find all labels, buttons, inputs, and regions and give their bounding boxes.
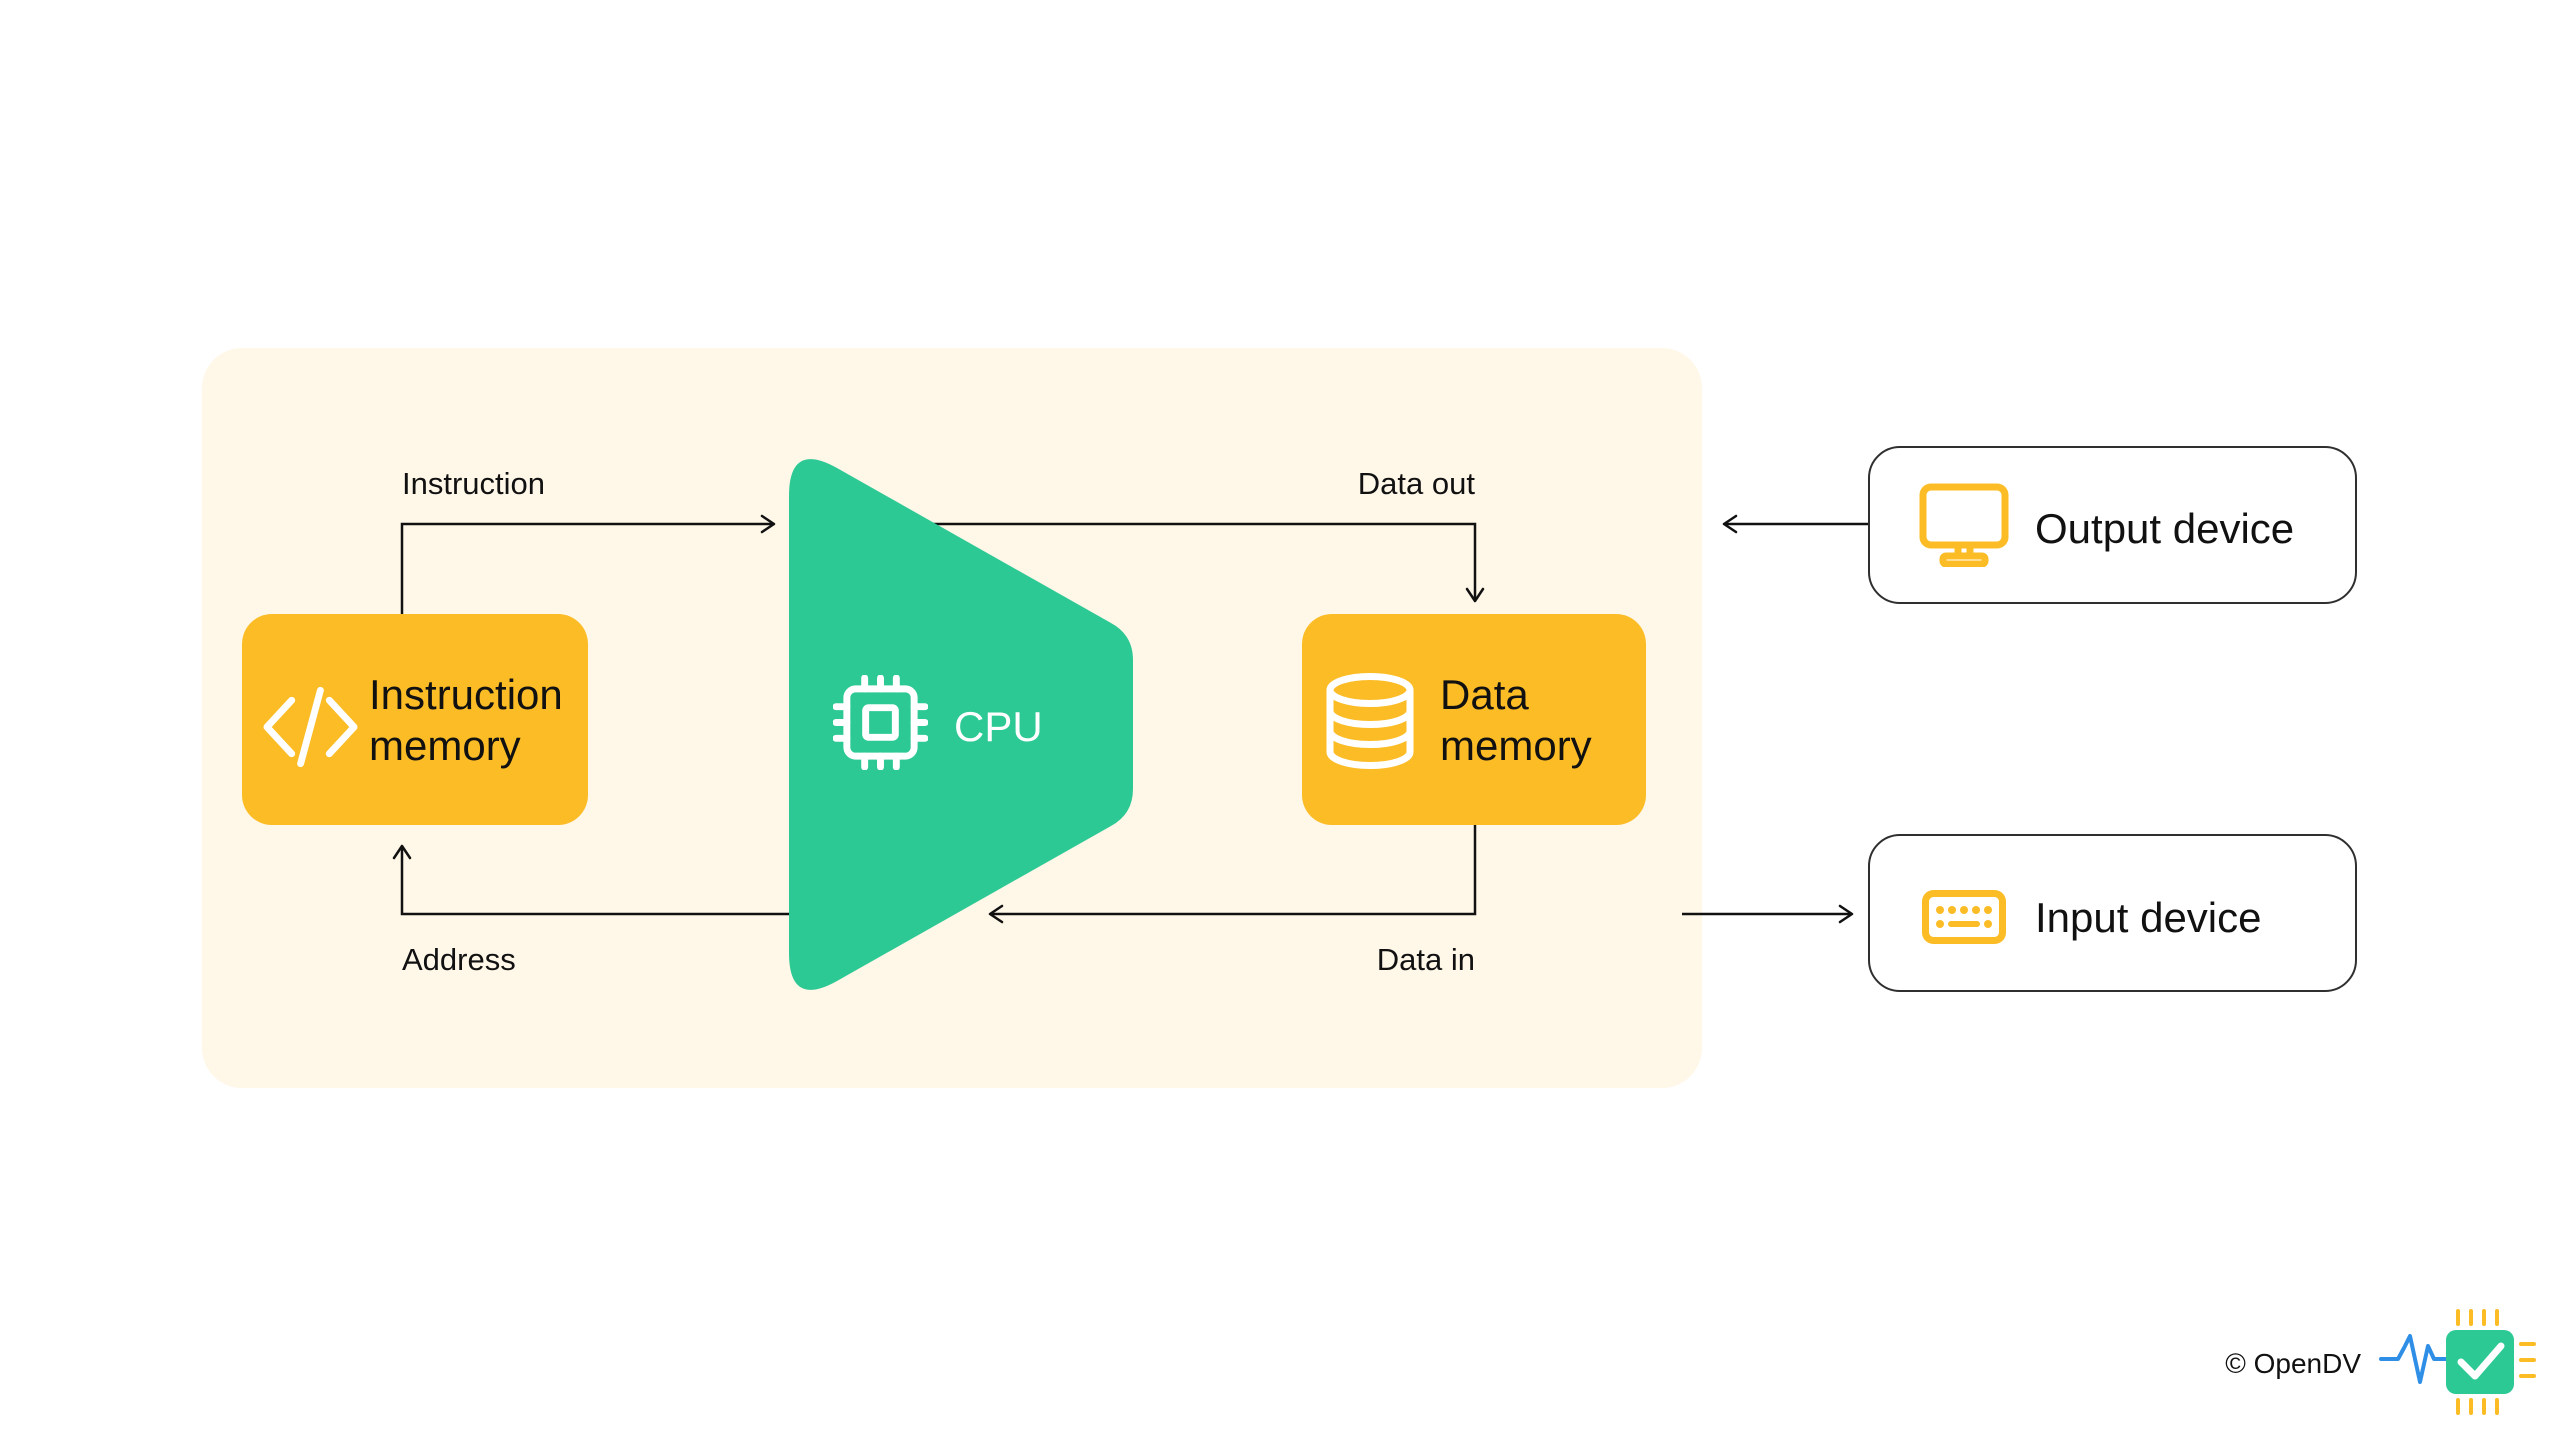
- cpu-block: [789, 459, 1133, 990]
- monitor-icon: [1919, 483, 2009, 567]
- output-device-label: Output device: [2035, 505, 2295, 552]
- data-in-arrowhead: [988, 904, 1004, 924]
- address-arrowhead: [392, 844, 412, 860]
- logo-pulse-line: [2379, 1334, 2448, 1384]
- data-in-edge-label: Data in: [1376, 942, 1475, 977]
- address-connector: [400, 846, 807, 916]
- output-device-arrowhead: [1722, 514, 1738, 534]
- input-device-block: Input device: [1868, 834, 2357, 992]
- data-out-arrowhead: [1465, 587, 1485, 603]
- data-out-edge-label: Data out: [1357, 466, 1475, 501]
- output-device-block: Output device: [1868, 446, 2357, 604]
- logo-chip: [2446, 1330, 2514, 1394]
- instruction-memory-block: Instruction memory: [242, 614, 588, 825]
- data-memory-block: Data memory: [1302, 614, 1646, 825]
- data-out-connector: [926, 522, 1477, 601]
- instruction-memory-label: Instruction memory: [369, 671, 563, 769]
- instruction-connector: [400, 522, 774, 614]
- cpu-label: CPU: [954, 703, 1043, 750]
- instruction-arrowhead: [760, 514, 776, 534]
- keyboard-icon: [1922, 890, 2006, 944]
- input-device-label: Input device: [2035, 894, 2262, 941]
- database-icon: [1326, 673, 1414, 769]
- input-device-arrowhead: [1838, 904, 1854, 924]
- data-memory-label: Data memory: [1440, 671, 1592, 769]
- copyright-text: © OpenDV: [2225, 1348, 2361, 1379]
- chip-icon: [833, 675, 928, 770]
- logo-check-icon: [2457, 1342, 2505, 1380]
- address-edge-label: Address: [402, 942, 516, 977]
- data-in-connector: [990, 825, 1477, 916]
- logo-pins: [2456, 1309, 2536, 1415]
- opendv-logo-icon: [2379, 1309, 2536, 1415]
- code-icon: [263, 686, 358, 768]
- instruction-edge-label: Instruction: [402, 466, 546, 501]
